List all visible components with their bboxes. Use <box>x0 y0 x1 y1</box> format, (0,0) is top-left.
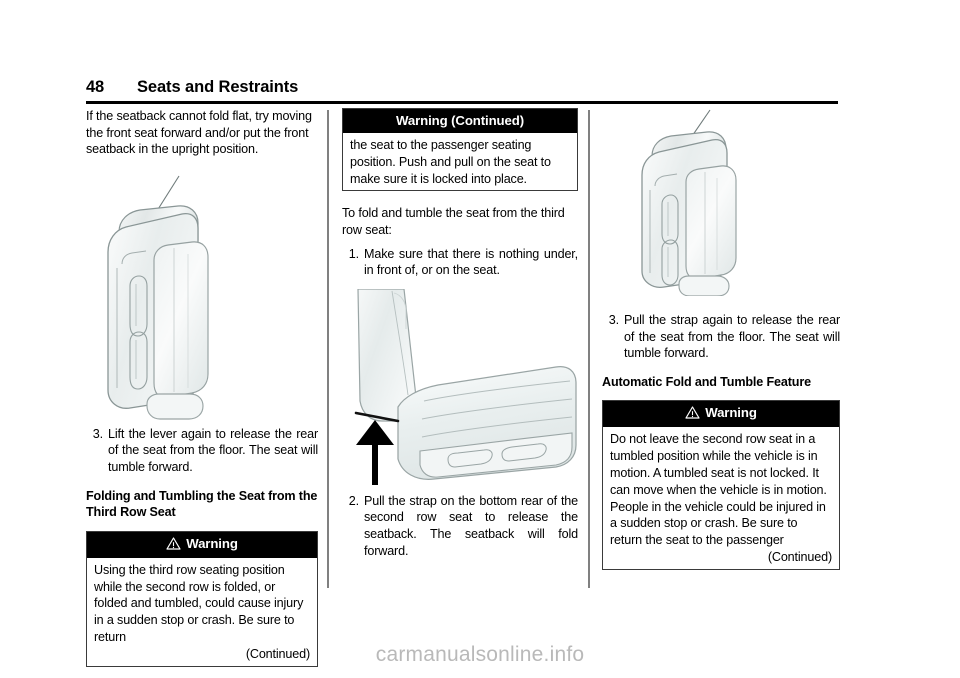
step-3-number-col3: 3. <box>608 313 619 327</box>
column-divider-1 <box>327 110 329 588</box>
step-2-number: 2. <box>348 493 359 508</box>
pull-direction-arrow <box>356 419 394 485</box>
second-row-seat-tumbled-illustration-2 <box>602 108 840 296</box>
warning-triangle-icon <box>166 537 181 553</box>
step-1-number: 1. <box>348 246 359 261</box>
warning-header-col3: Warning <box>603 401 839 428</box>
warning-body-col3: Do not leave the second row seat in a tu… <box>603 427 839 568</box>
warning-continued-body-text: the seat to the passenger seating positi… <box>350 138 551 186</box>
warning-body-text: Using the third row seating position whi… <box>94 562 304 644</box>
step-3-item: 3. Lift the lever again to release the r… <box>86 426 318 476</box>
warning-box-third-row: Warning Using the third row seating posi… <box>86 530 318 667</box>
warning-continued-body: the seat to the passenger seating positi… <box>343 133 577 190</box>
step-3-number: 3. <box>92 426 103 441</box>
automatic-fold-tumble-subheading: Automatic Fold and Tumble Feature <box>602 374 811 389</box>
page-header: 48 Seats and Restraints <box>86 78 838 102</box>
step-3-item-col3: 3. Pull the strap again to release the r… <box>602 312 840 362</box>
header-divider-rule <box>86 101 838 104</box>
page-title: Seats and Restraints <box>137 78 299 96</box>
warning-continued-header: Warning (Continued) <box>343 109 577 133</box>
step-2-text: Pull the strap on the bottom rear of the… <box>364 493 578 558</box>
step-3-text-col3: Pull the strap again to release the rear… <box>624 313 840 361</box>
seat-strap-arrow-illustration <box>342 288 578 489</box>
warning-box-automatic-fold: Warning Do not leave the second row seat… <box>602 400 840 570</box>
step-3-text: Lift the lever again to release the rear… <box>108 426 318 474</box>
content-column-1: If the seatback cannot fold flat, try mo… <box>86 108 318 667</box>
content-column-3: 3. Pull the strap again to release the r… <box>602 108 840 570</box>
warning-body: Using the third row seating position whi… <box>87 558 317 666</box>
warning-continued-label-col3: (Continued) <box>767 549 832 564</box>
warning-header: Warning <box>87 531 317 558</box>
warning-header-label: Warning <box>186 535 238 551</box>
column-divider-2 <box>588 110 590 588</box>
warning-header-label-col3: Warning <box>705 405 757 421</box>
folding-tumbling-subheading: Folding and Tumbling the Seat from the T… <box>86 488 318 520</box>
step-2-item: 2. Pull the strap on the bottom rear of … <box>342 493 578 559</box>
content-column-2: Warning (Continued) the seat to the pass… <box>342 108 578 559</box>
warning-continued-header-label: Warning (Continued) <box>396 113 524 128</box>
page-number: 48 <box>86 78 104 96</box>
site-watermark: carmanualsonline.info <box>375 643 585 666</box>
warning-body-text-col3: Do not leave the second row seat in a tu… <box>610 432 827 548</box>
fold-tumble-intro-paragraph: To fold and tumble the seat from the thi… <box>342 206 565 237</box>
warning-box-continued: Warning (Continued) the seat to the pass… <box>342 108 578 192</box>
warning-continued-label: (Continued) <box>245 646 310 661</box>
warning-triangle-icon <box>685 406 700 422</box>
step-1-item: 1. Make sure that there is nothing under… <box>342 246 578 279</box>
intro-paragraph: If the seatback cannot fold flat, try mo… <box>86 109 312 157</box>
step-1-text: Make sure that there is nothing under, i… <box>364 246 578 278</box>
second-row-seat-tumbled-illustration <box>86 168 318 424</box>
